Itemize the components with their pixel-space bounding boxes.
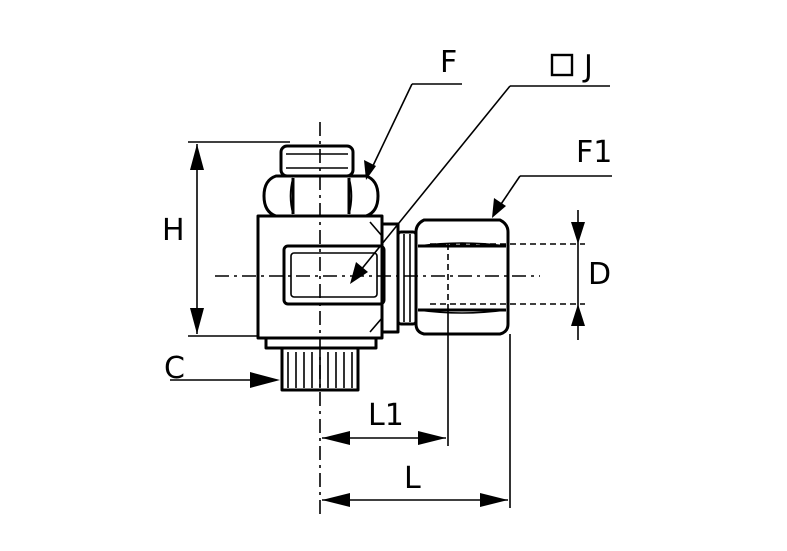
hex-nut-f1 <box>414 218 585 336</box>
collar <box>396 230 418 326</box>
leader-j <box>350 85 610 284</box>
label-h: H <box>162 213 185 248</box>
leader-f1 <box>492 175 612 218</box>
bottom-thread <box>264 336 378 392</box>
label-l: L <box>404 461 421 496</box>
label-f1: F1 <box>576 135 612 170</box>
dimension-h <box>188 141 290 337</box>
dimension-d <box>571 210 585 340</box>
label-c: C <box>164 351 185 386</box>
top-cap <box>279 144 355 178</box>
label-f: F <box>440 45 457 80</box>
swivel-body <box>256 214 400 340</box>
leader-f <box>364 83 462 180</box>
label-l1: L1 <box>368 398 404 433</box>
label-d: D <box>588 257 611 292</box>
leader-c <box>170 372 280 388</box>
dimension-l <box>322 334 511 508</box>
dimension-l1 <box>322 304 449 446</box>
square-symbol-icon <box>550 53 574 77</box>
label-j: J <box>582 49 593 84</box>
center-lines <box>215 122 540 518</box>
hex-nut-f <box>262 174 380 218</box>
